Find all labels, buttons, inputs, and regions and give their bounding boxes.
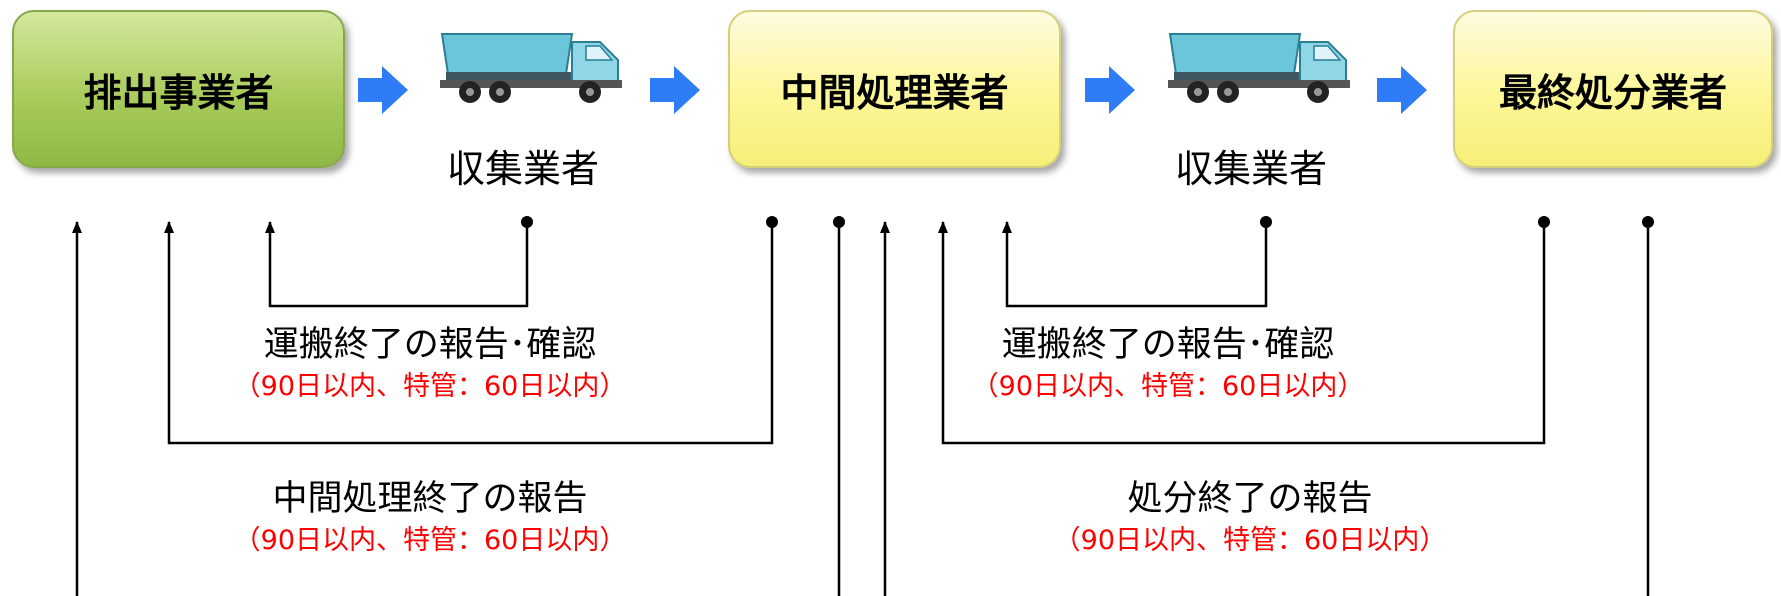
dump-truck-icon: [440, 33, 622, 103]
report-origin-dot: [833, 216, 845, 228]
report-origin-dot: [766, 216, 778, 228]
report-line-disposal-done: [938, 221, 1546, 445]
report-deadline-disposal-done: （90日以内、特管：60日以内）: [1053, 525, 1447, 556]
flow-arrow-icon: [358, 66, 408, 114]
final-disposal-box: 最終処分業者: [1453, 10, 1773, 168]
flow-arrow-icon: [650, 66, 700, 114]
emitter-label: 排出事業者: [83, 70, 274, 115]
report-deadline-intermediate-done: （90日以内、特管：60日以内）: [233, 525, 627, 556]
report-label-intermediate-done: 中間処理終了の報告: [272, 479, 588, 519]
flow-arrow-icon: [1377, 66, 1427, 114]
flow-arrow-icon: [1085, 66, 1135, 114]
report-origin-dot: [1538, 216, 1550, 228]
emitter-box: 排出事業者: [12, 10, 345, 168]
report-line-intermediate-done: [164, 221, 774, 445]
intermediate-processor-box: 中間処理業者: [728, 10, 1061, 168]
collector-label: 収集業者: [1175, 147, 1328, 191]
report-line-transport-2: [1002, 221, 1268, 308]
report-origin-dot: [521, 216, 533, 228]
report-line-transport-1: [265, 221, 529, 308]
intermediate-processor-label: 中間処理業者: [780, 70, 1009, 115]
report-deadline-transport-1: （90日以内、特管：60日以内）: [233, 371, 627, 402]
final-disposal-label: 最終処分業者: [1498, 70, 1727, 115]
report-origin-dot: [1642, 216, 1654, 228]
report-label-transport-1: 運搬終了の報告･確認: [263, 325, 597, 365]
report-label-transport-2: 運搬終了の報告･確認: [1001, 325, 1335, 365]
report-deadline-transport-2: （90日以内、特管：60日以内）: [971, 371, 1365, 402]
report-label-disposal-done: 処分終了の報告: [1127, 479, 1373, 519]
dump-truck-icon: [1168, 33, 1350, 103]
collector-label: 収集業者: [447, 147, 600, 191]
report-origin-dot: [1260, 216, 1272, 228]
